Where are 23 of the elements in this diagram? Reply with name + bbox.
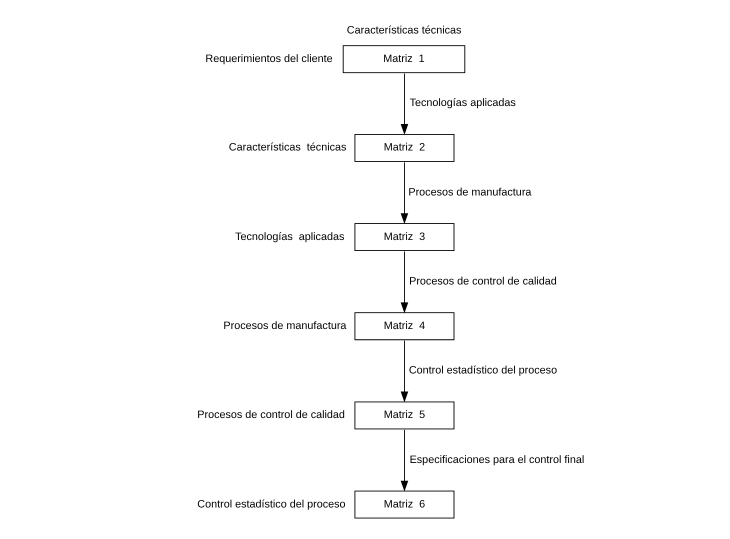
node-box: Matriz 1 bbox=[342, 45, 465, 74]
arrow bbox=[400, 162, 408, 224]
edge-label: Especificaciones para el control final bbox=[409, 454, 584, 466]
node-label: Tecnologías aplicadas bbox=[234, 230, 344, 243]
node-box: Matriz 4 bbox=[354, 312, 454, 340]
node-label: Características técnicas bbox=[228, 142, 346, 154]
edge-label: Procesos de manufactura bbox=[408, 186, 531, 198]
edge-label: Procesos de control de calidad bbox=[408, 275, 556, 288]
node-box: Matriz 2 bbox=[354, 134, 454, 162]
node-box: Matriz 6 bbox=[354, 490, 454, 519]
arrow bbox=[400, 73, 408, 135]
node-box: Matriz 3 bbox=[354, 223, 454, 252]
arrow bbox=[400, 251, 408, 314]
node-label: Procesos de manufactura bbox=[222, 320, 346, 332]
node-label: Requerimientos del cliente bbox=[204, 52, 332, 65]
edge-label: Control estadístico del proceso bbox=[408, 364, 557, 377]
arrow bbox=[400, 429, 408, 492]
node-box: Matriz 5 bbox=[354, 401, 454, 430]
node-label: Control estadístico del proceso bbox=[196, 498, 346, 510]
node-label: Características técnicas bbox=[346, 24, 461, 37]
edge-label: Tecnologías aplicadas bbox=[409, 97, 516, 110]
arrow bbox=[400, 340, 408, 402]
node-label: Procesos de control de calidad bbox=[196, 409, 344, 422]
